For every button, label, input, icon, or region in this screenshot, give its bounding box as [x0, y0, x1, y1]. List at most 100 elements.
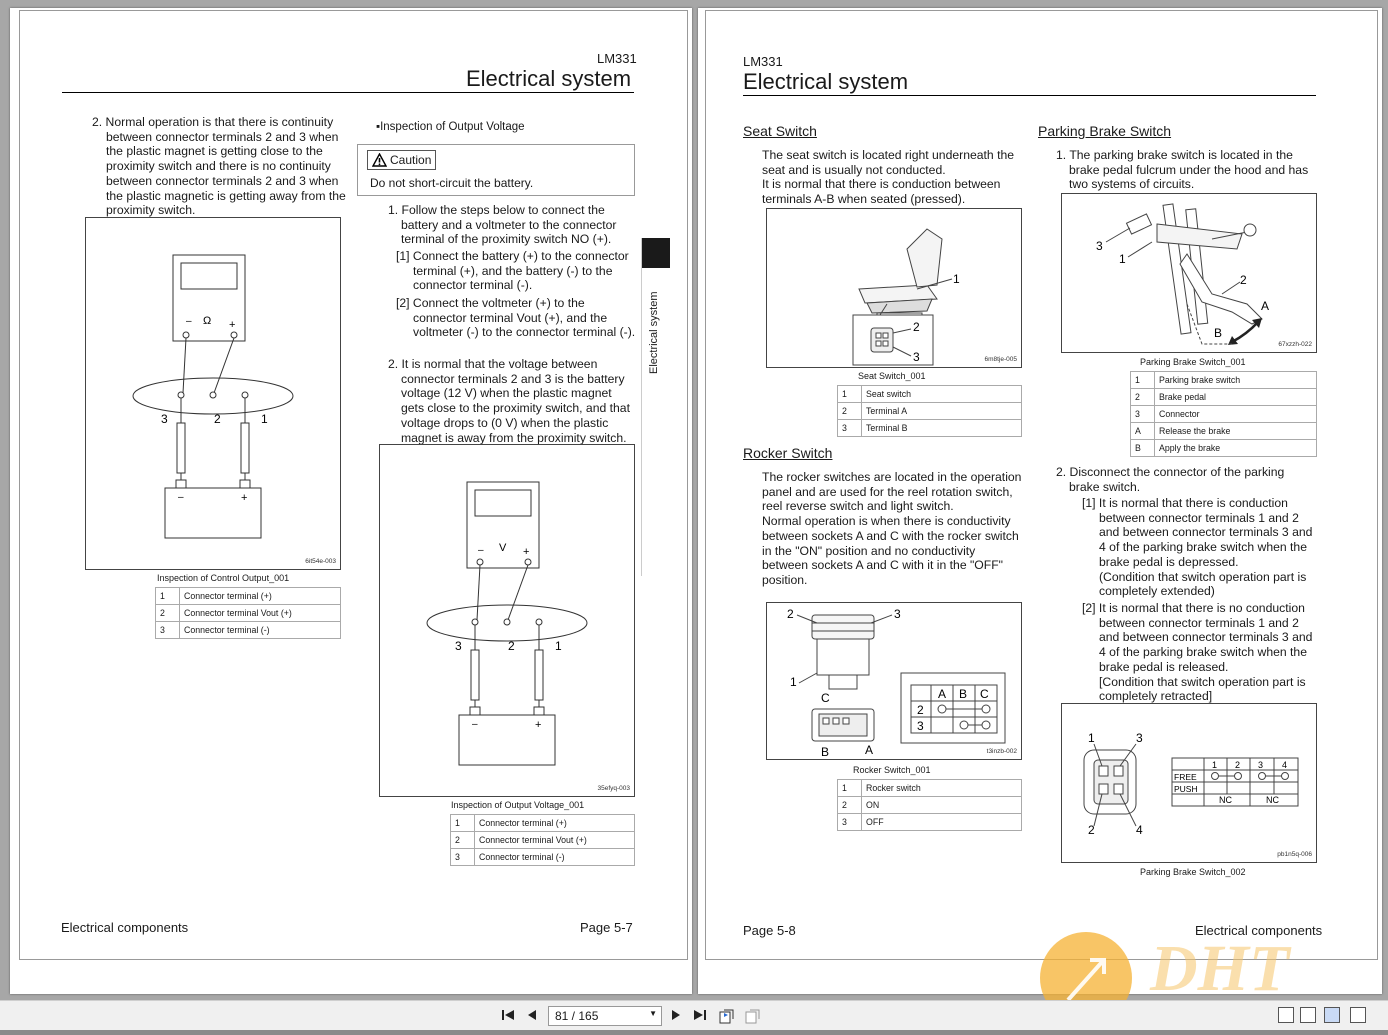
svg-text:3: 3 [913, 350, 920, 364]
svg-text:B: B [1214, 326, 1222, 340]
control-output-figure: – Ω + 3 2 1 [85, 217, 341, 570]
svg-text:FREE: FREE [1174, 772, 1197, 782]
svg-text:C: C [980, 687, 989, 701]
side-tab-label: Electrical system [648, 291, 660, 374]
seat-switch-text: The seat switch is located right underne… [762, 148, 1015, 207]
figure-code: 6m8tje-005 [984, 356, 1017, 363]
svg-text:–: – [178, 492, 184, 503]
output-voltage-figure: – V + 3 2 1 [379, 444, 635, 797]
svg-text:2: 2 [787, 607, 794, 621]
facing-pages-view-icon[interactable] [1324, 1007, 1340, 1023]
step-1-1: [1] Connect the battery (+) to the conne… [396, 249, 629, 293]
chevron-down-icon[interactable]: ▼ [649, 1009, 657, 1018]
page-number-input[interactable]: 81 / 165 ▼ [548, 1006, 662, 1026]
svg-text:C: C [821, 691, 830, 705]
footer-page-number: Page 5-8 [743, 923, 796, 938]
brake-pedal-diagram: 3 1 2 A B [1096, 203, 1269, 345]
voltmeter-diagram: – V + 3 2 1 [426, 481, 588, 766]
parking-brake-heading: Parking Brake Switch [1038, 123, 1172, 139]
svg-text:–: – [472, 719, 478, 730]
single-page-view-icon[interactable] [1278, 1007, 1294, 1023]
last-page-icon [694, 1010, 706, 1020]
svg-text:1: 1 [790, 675, 797, 689]
svg-text:1: 1 [261, 412, 268, 426]
go-forward-button[interactable] [744, 1007, 762, 1029]
figure-caption: Parking Brake Switch_002 [1140, 867, 1246, 877]
item-2-text: 2. Normal operation is that there is con… [92, 115, 346, 218]
next-page-icon [672, 1010, 680, 1020]
svg-text:1: 1 [1212, 760, 1217, 770]
warning-icon [372, 153, 387, 167]
svg-text:3: 3 [894, 607, 901, 621]
seat-switch-heading: Seat Switch [743, 123, 817, 139]
svg-text:A: A [865, 743, 873, 757]
doc-id: LM331 [597, 51, 637, 66]
go-back-view-icon [719, 1009, 734, 1024]
caution-tag: Caution [367, 150, 437, 170]
next-page-button[interactable] [668, 1007, 684, 1027]
svg-text:2: 2 [508, 639, 515, 653]
prev-page-button[interactable] [525, 1007, 541, 1027]
parking-item-1: 1. The parking brake switch is located i… [1056, 148, 1309, 192]
svg-text:+: + [241, 492, 247, 504]
prev-page-icon [528, 1010, 536, 1020]
page-5-7: LM331 Electrical system 2. Normal operat… [10, 8, 692, 994]
figure-caption: Parking Brake Switch_001 [1140, 357, 1246, 367]
page-5-8: LM331 Electrical system Seat Switch The … [698, 8, 1382, 994]
footer-page-number: Page 5-7 [580, 920, 633, 935]
svg-text:3: 3 [1258, 760, 1263, 770]
rocker-switch-figure: 2 3 1 C B A A B [766, 602, 1022, 760]
rocker-switch-text: The rocker switches are located in the o… [762, 470, 1022, 587]
chapter-side-tab[interactable]: Electrical system [641, 238, 670, 576]
svg-text:2: 2 [917, 703, 924, 717]
svg-text:A: A [938, 687, 946, 701]
multimeter-diagram: – Ω + 3 2 1 [132, 254, 294, 539]
caution-text: Do not short-circuit the battery. [370, 176, 534, 190]
seat-switch-figure: 1 2 3 6m8tje-005 [766, 208, 1022, 368]
svg-text:B: B [959, 687, 967, 701]
svg-text:B: B [821, 745, 829, 759]
svg-text:–: – [478, 545, 484, 556]
svg-text:4: 4 [1282, 760, 1287, 770]
svg-text:NC: NC [1266, 795, 1279, 805]
svg-text:PUSH: PUSH [1174, 784, 1198, 794]
figure-code: pb1n5q-006 [1277, 851, 1312, 858]
svg-text:3: 3 [161, 412, 168, 426]
svg-text:3: 3 [917, 719, 924, 733]
step-2: 2. It is normal that the voltage between… [388, 357, 630, 445]
step-1-2: [2] Connect the voltmeter (+) to the con… [396, 296, 636, 340]
parking-item-2: 2. Disconnect the connector of the parki… [1056, 465, 1285, 494]
svg-text:1: 1 [555, 639, 562, 653]
first-page-button[interactable] [500, 1007, 516, 1027]
svg-text:NC: NC [1219, 795, 1232, 805]
rocker-switch-heading: Rocker Switch [743, 445, 833, 461]
svg-text:2: 2 [214, 412, 221, 426]
svg-text:4: 4 [1136, 823, 1143, 837]
svg-text:2: 2 [1088, 823, 1095, 837]
parking-brake-figure: 3 1 2 A B 67xzzh-022 [1061, 193, 1317, 353]
last-page-button[interactable] [692, 1007, 708, 1027]
figure-caption: Inspection of Output Voltage_001 [451, 800, 585, 810]
figure-code: 35efyq-003 [597, 785, 630, 792]
continuous-facing-view-icon[interactable] [1350, 1007, 1366, 1023]
svg-text:3: 3 [1136, 731, 1143, 745]
section-heading: ▪Inspection of Output Voltage [376, 121, 525, 133]
caution-box: Caution Do not short-circuit the battery… [357, 144, 635, 196]
svg-text:1: 1 [953, 272, 960, 286]
volt-label: V [499, 542, 507, 554]
svg-text:3: 3 [455, 639, 462, 653]
title-rule [62, 92, 634, 93]
page-title: Electrical system [466, 66, 632, 91]
continuous-view-icon[interactable] [1300, 1007, 1316, 1023]
go-back-button[interactable] [718, 1007, 736, 1029]
minus-label: – [186, 316, 192, 327]
